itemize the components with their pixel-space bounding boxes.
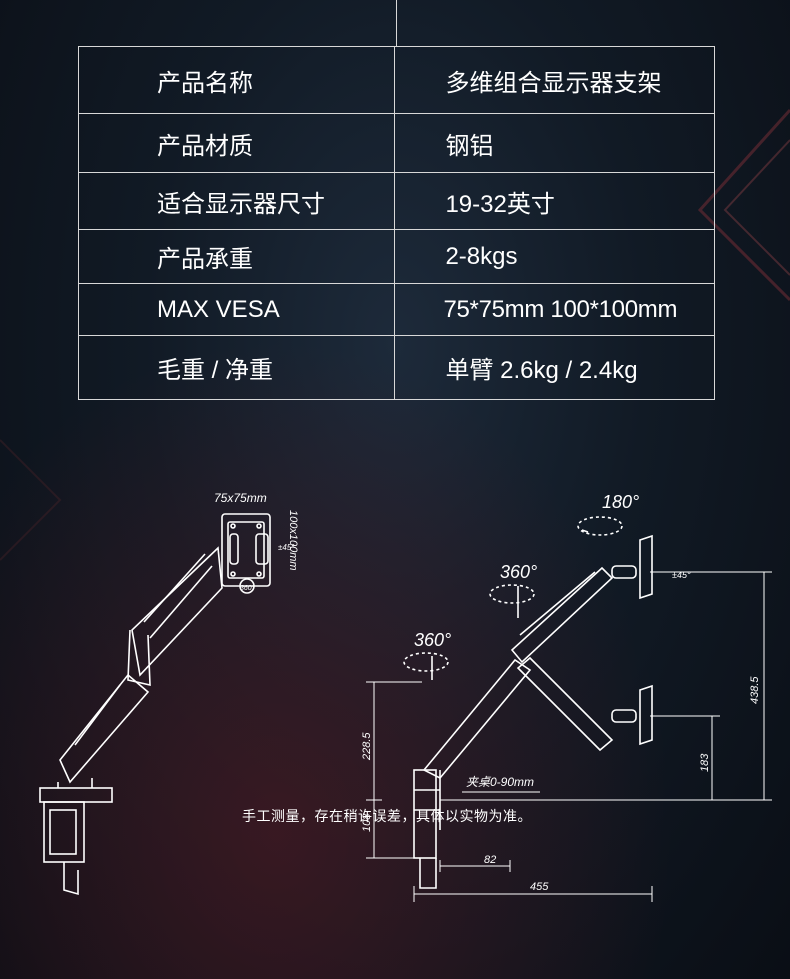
spec-label: 毛重 / 净重 [77, 335, 396, 400]
rotation-360-upper-label: 360° [500, 562, 537, 582]
monitor-arm-drawing: 75x75mm 100x100mm ±45° 360° 180° 360° 36… [39, 491, 772, 902]
plate-rotation-label: 360° [240, 584, 255, 592]
head-tilt-label: ±45° [672, 570, 691, 580]
spec-value: 2-8kgs [394, 229, 715, 284]
spec-value: 多维组合显示器支架 [394, 46, 715, 114]
spec-value: 19-32英寸 [394, 172, 715, 230]
spec-table: 产品名称 多维组合显示器支架 产品材质 钢铝 适合显示器尺寸 19-32英寸 产… [77, 46, 715, 400]
spec-value: 单臂 2.6kg / 2.4kg [394, 335, 715, 400]
rotation-360-lower-label: 360° [414, 630, 451, 650]
vesa-small-label: 75x75mm [214, 491, 267, 505]
clamp-range-label: 夹桌0-90mm [466, 775, 534, 789]
clamp-height-label: 108 [361, 813, 373, 832]
spec-value: 钢铝 [394, 113, 715, 173]
max-height-label: 438.5 [749, 676, 761, 704]
low-height-label: 183 [699, 753, 711, 772]
total-reach-label: 455 [530, 881, 549, 893]
vesa-large-label: 100x100mm [287, 510, 299, 571]
rotation-180-label: 180° [602, 492, 639, 512]
base-width-label: 82 [484, 854, 496, 866]
spec-label: 产品材质 [77, 113, 396, 173]
table-row: 产品承重 2-8kgs [77, 229, 715, 284]
tilt-label: ±45° [278, 543, 295, 552]
pole-height-label: 228.5 [361, 732, 373, 761]
table-top-divider [396, 0, 397, 46]
table-row: 毛重 / 净重 单臂 2.6kg / 2.4kg [77, 335, 715, 400]
table-row: 产品名称 多维组合显示器支架 [77, 46, 715, 114]
table-row: 产品材质 钢铝 [77, 113, 715, 173]
arm-perspective-illustration [39, 513, 271, 896]
spec-value: 75*75mm 100*100mm [394, 283, 715, 336]
spec-label: 产品承重 [77, 229, 396, 284]
table-row: MAX VESA 75*75mm 100*100mm [77, 283, 715, 336]
spec-label: 产品名称 [77, 46, 396, 114]
table-row: 适合显示器尺寸 19-32英寸 [77, 172, 715, 230]
spec-label: MAX VESA [77, 283, 396, 336]
spec-label: 适合显示器尺寸 [77, 172, 396, 230]
measurement-note: 手工测量，存在稍许误差，具体以实物为准。 [242, 808, 532, 824]
arm-dimension-drawing [366, 516, 772, 902]
